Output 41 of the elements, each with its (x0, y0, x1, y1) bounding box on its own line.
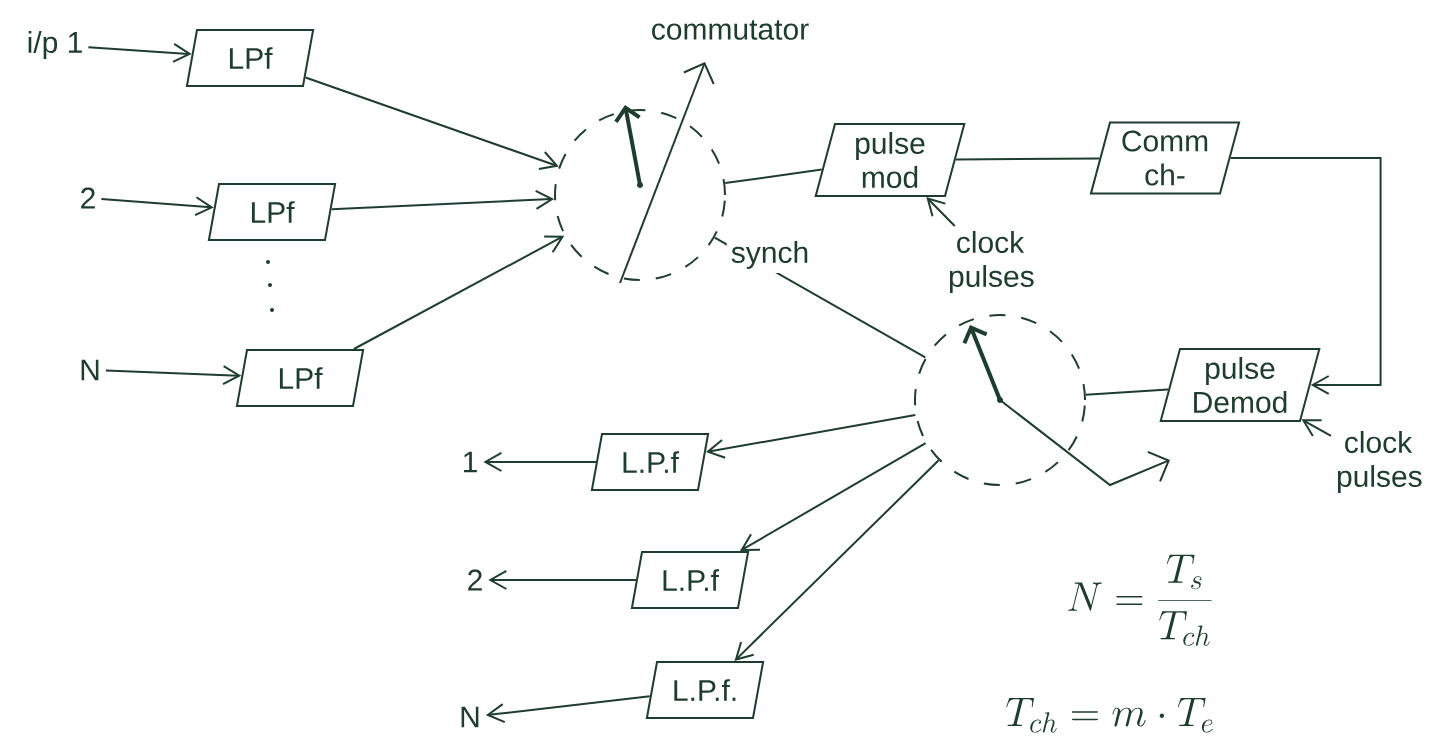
filter-box: L.P.f (630, 551, 750, 609)
arrow (705, 414, 917, 459)
arrow (100, 196, 214, 217)
arrow (926, 197, 956, 227)
arrow (330, 189, 555, 211)
arrow (87, 42, 192, 63)
signal-label: N (461, 706, 479, 728)
filter-box: L.P.f. (645, 661, 765, 719)
arrow (1301, 419, 1332, 437)
arrow (1229, 157, 1382, 395)
process-box: pulse mod (814, 123, 966, 197)
arrow (734, 459, 940, 661)
connector-line (954, 157, 1101, 161)
filter-box: LPf (235, 349, 365, 407)
arrow (739, 442, 927, 551)
rotary-switch-circle (554, 109, 726, 281)
filter-box: L.P.f (590, 433, 710, 491)
connector-line (1084, 388, 1170, 396)
signal-label: 2 (81, 187, 95, 209)
process-box: Comm ch- (1089, 121, 1241, 195)
arrow (488, 570, 637, 590)
connector-line (724, 168, 823, 185)
edge-label: synch (726, 237, 814, 273)
signal-label: N (81, 359, 99, 381)
arrow (104, 365, 242, 386)
process-box: pulse Demod (1159, 348, 1321, 422)
signal-label: clock pulses (949, 231, 1034, 293)
signal-label: i/p 1 (28, 31, 82, 59)
filter-box: LPf (207, 183, 337, 241)
annotation-text: commutator (652, 20, 809, 40)
filter-box: LPf (185, 29, 315, 87)
signal-label: clock pulses (1337, 431, 1422, 493)
rotary-switch-circle (914, 314, 1086, 486)
arrow (483, 452, 597, 472)
formula: $N = \frac{T_s}{T_{ch}}$ (1068, 554, 1212, 646)
arrow (304, 76, 559, 170)
arrow (352, 235, 565, 350)
arrow (485, 695, 651, 724)
signal-label: 2 (468, 569, 482, 591)
signal-label: 1 (463, 451, 477, 473)
formula: $T_{ch} = m \cdot T_e$ (1006, 697, 1213, 733)
